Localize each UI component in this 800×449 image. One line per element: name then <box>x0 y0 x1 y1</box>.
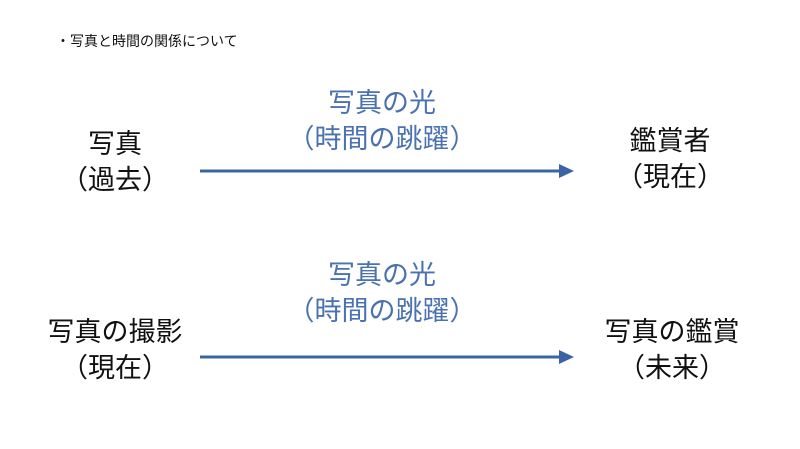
edge-label-line1: 写真の光 <box>328 88 436 119</box>
edge-label-line2: （時間の跳躍） <box>287 296 477 327</box>
target-node-label: 鑑賞者 <box>629 126 711 157</box>
slide-heading: ・写真と時間の関係について <box>56 34 238 50</box>
source-node-label: 写真の撮影 <box>47 317 183 348</box>
source-node-photo-shooting: 写真の撮影 （現在） <box>0 315 235 387</box>
arrow-head <box>559 350 574 364</box>
edge-label-line2: （時間の跳躍） <box>287 124 477 155</box>
target-node-sublabel: （現在） <box>616 162 724 193</box>
arrow-head <box>559 164 574 178</box>
target-node-label: 写真の鑑賞 <box>604 317 740 348</box>
edge-label-line1: 写真の光 <box>328 260 436 291</box>
edge-label-photo-light: 写真の光 （時間の跳躍） <box>232 258 532 330</box>
target-node-sublabel: （未来） <box>618 353 726 384</box>
arrow-row-1 <box>200 164 574 178</box>
arrow-row-2 <box>200 350 574 364</box>
source-node-past-photo: 写真 （過去） <box>0 127 235 199</box>
source-node-label: 写真 <box>88 129 142 160</box>
source-node-sublabel: （過去） <box>61 165 169 196</box>
edge-label-photo-light: 写真の光 （時間の跳躍） <box>232 86 532 158</box>
target-node-photo-viewing: 写真の鑑賞 （未来） <box>552 315 792 387</box>
target-node-viewer: 鑑賞者 （現在） <box>550 124 790 196</box>
source-node-sublabel: （現在） <box>61 353 169 384</box>
